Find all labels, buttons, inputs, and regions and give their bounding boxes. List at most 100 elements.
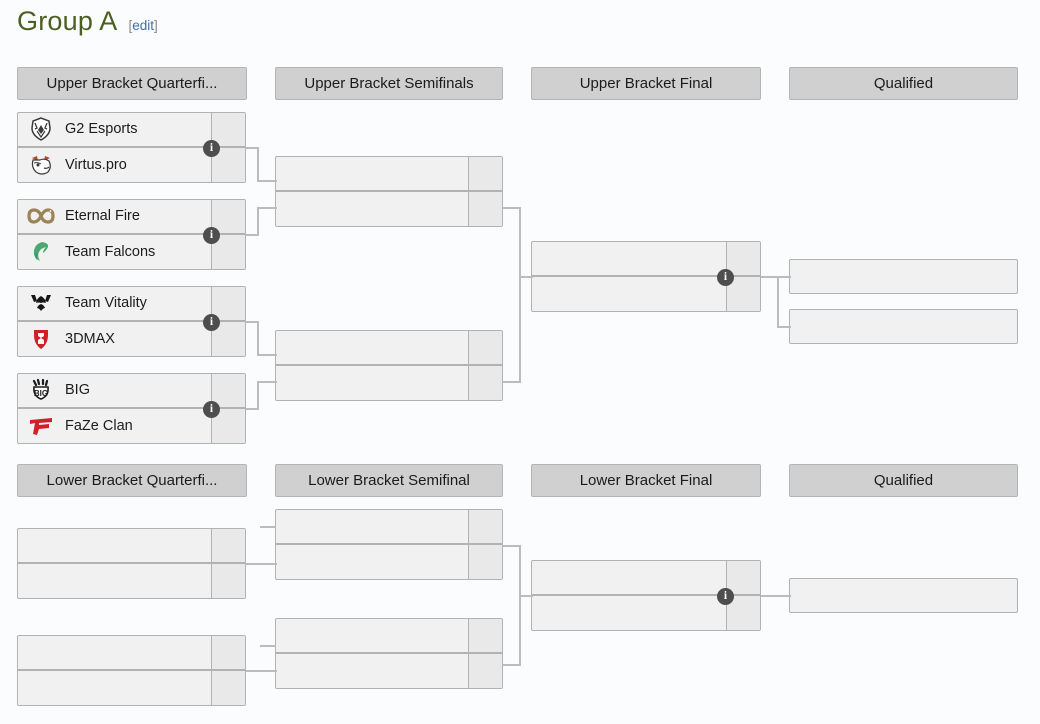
match-info-icon[interactable]: i	[203, 227, 220, 244]
connector	[257, 381, 259, 410]
qualified-slot-upper-2[interactable]	[789, 309, 1018, 344]
match-opponent-top[interactable]	[276, 331, 502, 366]
match-opponent-top[interactable]	[276, 157, 502, 192]
opponent-main	[790, 260, 1017, 293]
opponent-main	[532, 277, 726, 312]
match-opponent-bottom[interactable]	[276, 191, 502, 227]
match-opponent-bottom[interactable]	[18, 670, 245, 705]
match-lower-sf-2[interactable]	[275, 618, 503, 689]
team-name: Eternal Fire	[65, 208, 140, 225]
qualified-slot-upper-1[interactable]	[789, 259, 1018, 294]
qualified-opponent[interactable]	[790, 310, 1017, 343]
match-opponent-bottom[interactable]	[276, 365, 502, 401]
match-opponent-bottom[interactable]: FaZe Clan	[18, 408, 245, 444]
opponent-main: Eternal Fire	[18, 200, 211, 233]
match-info-icon[interactable]: i	[717, 269, 734, 286]
match-opponent-bottom[interactable]	[276, 653, 502, 688]
falcons-logo	[26, 239, 56, 265]
opponent-main	[276, 510, 468, 543]
connector	[246, 670, 277, 672]
score-cell	[468, 544, 502, 579]
score-cell	[211, 670, 245, 705]
connector	[257, 207, 277, 209]
match-info-icon[interactable]: i	[203, 314, 220, 331]
round-header-upper-final: Upper Bracket Final	[531, 67, 761, 100]
match-info-icon[interactable]: i	[203, 140, 220, 157]
match-opponent-top[interactable]	[18, 529, 245, 564]
score-cell	[468, 510, 502, 543]
vitality-logo	[26, 290, 56, 316]
opponent-main: Team Falcons	[18, 235, 211, 270]
score-cell	[468, 619, 502, 652]
qualified-opponent[interactable]	[790, 260, 1017, 293]
opponent-main	[276, 366, 468, 401]
score-cell	[211, 287, 245, 320]
opponent-main: BIG BIG	[18, 374, 211, 407]
connector	[246, 408, 259, 410]
match-opponent-top[interactable]	[18, 636, 245, 671]
connector	[519, 276, 533, 278]
match-upper-qf-3[interactable]: Team Vitality 3DMAX i	[17, 286, 246, 357]
match-lower-final[interactable]: i	[531, 560, 761, 631]
round-header-label: Upper Bracket Quarterfi...	[46, 75, 218, 92]
match-lower-qf-1[interactable]	[17, 528, 246, 599]
match-opponent-top[interactable]	[532, 561, 760, 596]
match-opponent-top[interactable]: BIG BIG	[18, 374, 245, 409]
match-opponent-top[interactable]	[276, 510, 502, 545]
edit-link-text[interactable]: edit	[132, 18, 155, 33]
score-cell	[211, 563, 245, 598]
score-cell	[211, 374, 245, 407]
score-cell	[211, 636, 245, 669]
qualified-opponent[interactable]	[790, 579, 1017, 612]
match-opponent-bottom[interactable]	[18, 563, 245, 598]
team-name: Team Vitality	[65, 295, 147, 312]
match-upper-sf-2[interactable]	[275, 330, 503, 401]
match-upper-qf-2[interactable]: Eternal Fire Team Falcons i	[17, 199, 246, 270]
score-cell	[726, 242, 760, 275]
round-header-label: Upper Bracket Semifinals	[304, 75, 474, 92]
round-header-upper-quarterfinals: Upper Bracket Quarterfi...	[17, 67, 247, 100]
opponent-main	[276, 545, 468, 580]
round-header-lower-final: Lower Bracket Final	[531, 464, 761, 497]
connector	[257, 180, 277, 182]
match-opponent-bottom[interactable]	[276, 544, 502, 580]
g2-logo	[26, 116, 56, 142]
match-info-icon[interactable]: i	[203, 401, 220, 418]
round-header-lower-qualified: Qualified	[789, 464, 1018, 497]
match-opponent-top[interactable]: Team Vitality	[18, 287, 245, 322]
opponent-main: FaZe Clan	[18, 409, 211, 444]
opponent-main	[276, 331, 468, 364]
match-opponent-top[interactable]	[276, 619, 502, 654]
round-header-label: Upper Bracket Final	[579, 75, 713, 92]
connector	[519, 595, 533, 597]
round-header-label: Qualified	[873, 75, 934, 92]
connector	[519, 276, 521, 382]
faze-logo	[26, 413, 56, 439]
round-header-lower-quarterfinals: Lower Bracket Quarterfi...	[17, 464, 247, 497]
connector	[503, 664, 521, 666]
team-name: Team Falcons	[65, 243, 156, 260]
match-opponent-top[interactable]	[532, 242, 760, 277]
page-title-row: Group A [edit]	[17, 6, 158, 37]
match-info-icon[interactable]: i	[717, 588, 734, 605]
match-upper-qf-1[interactable]: G2 Esports Virtus.pro i	[17, 112, 246, 183]
opponent-main	[790, 579, 1017, 612]
connector	[761, 595, 791, 597]
team-name: FaZe Clan	[65, 417, 133, 434]
opponent-main	[532, 242, 726, 275]
connector	[257, 207, 259, 236]
qualified-slot-lower-1[interactable]	[789, 578, 1018, 613]
score-cell	[468, 365, 502, 400]
match-opponent-top[interactable]: Eternal Fire	[18, 200, 245, 235]
match-lower-sf-1[interactable]	[275, 509, 503, 580]
match-lower-qf-2[interactable]	[17, 635, 246, 706]
edit-link[interactable]: [edit]	[128, 18, 157, 33]
match-upper-final[interactable]: i	[531, 241, 761, 312]
opponent-main	[276, 192, 468, 227]
match-upper-qf-4[interactable]: BIG BIG FaZe Clan i	[17, 373, 246, 444]
match-upper-sf-1[interactable]	[275, 156, 503, 227]
match-opponent-bottom[interactable]: 3DMAX	[18, 321, 245, 356]
round-header-label: Lower Bracket Final	[579, 472, 713, 489]
score-cell	[211, 408, 245, 443]
match-opponent-top[interactable]: G2 Esports	[18, 113, 245, 148]
